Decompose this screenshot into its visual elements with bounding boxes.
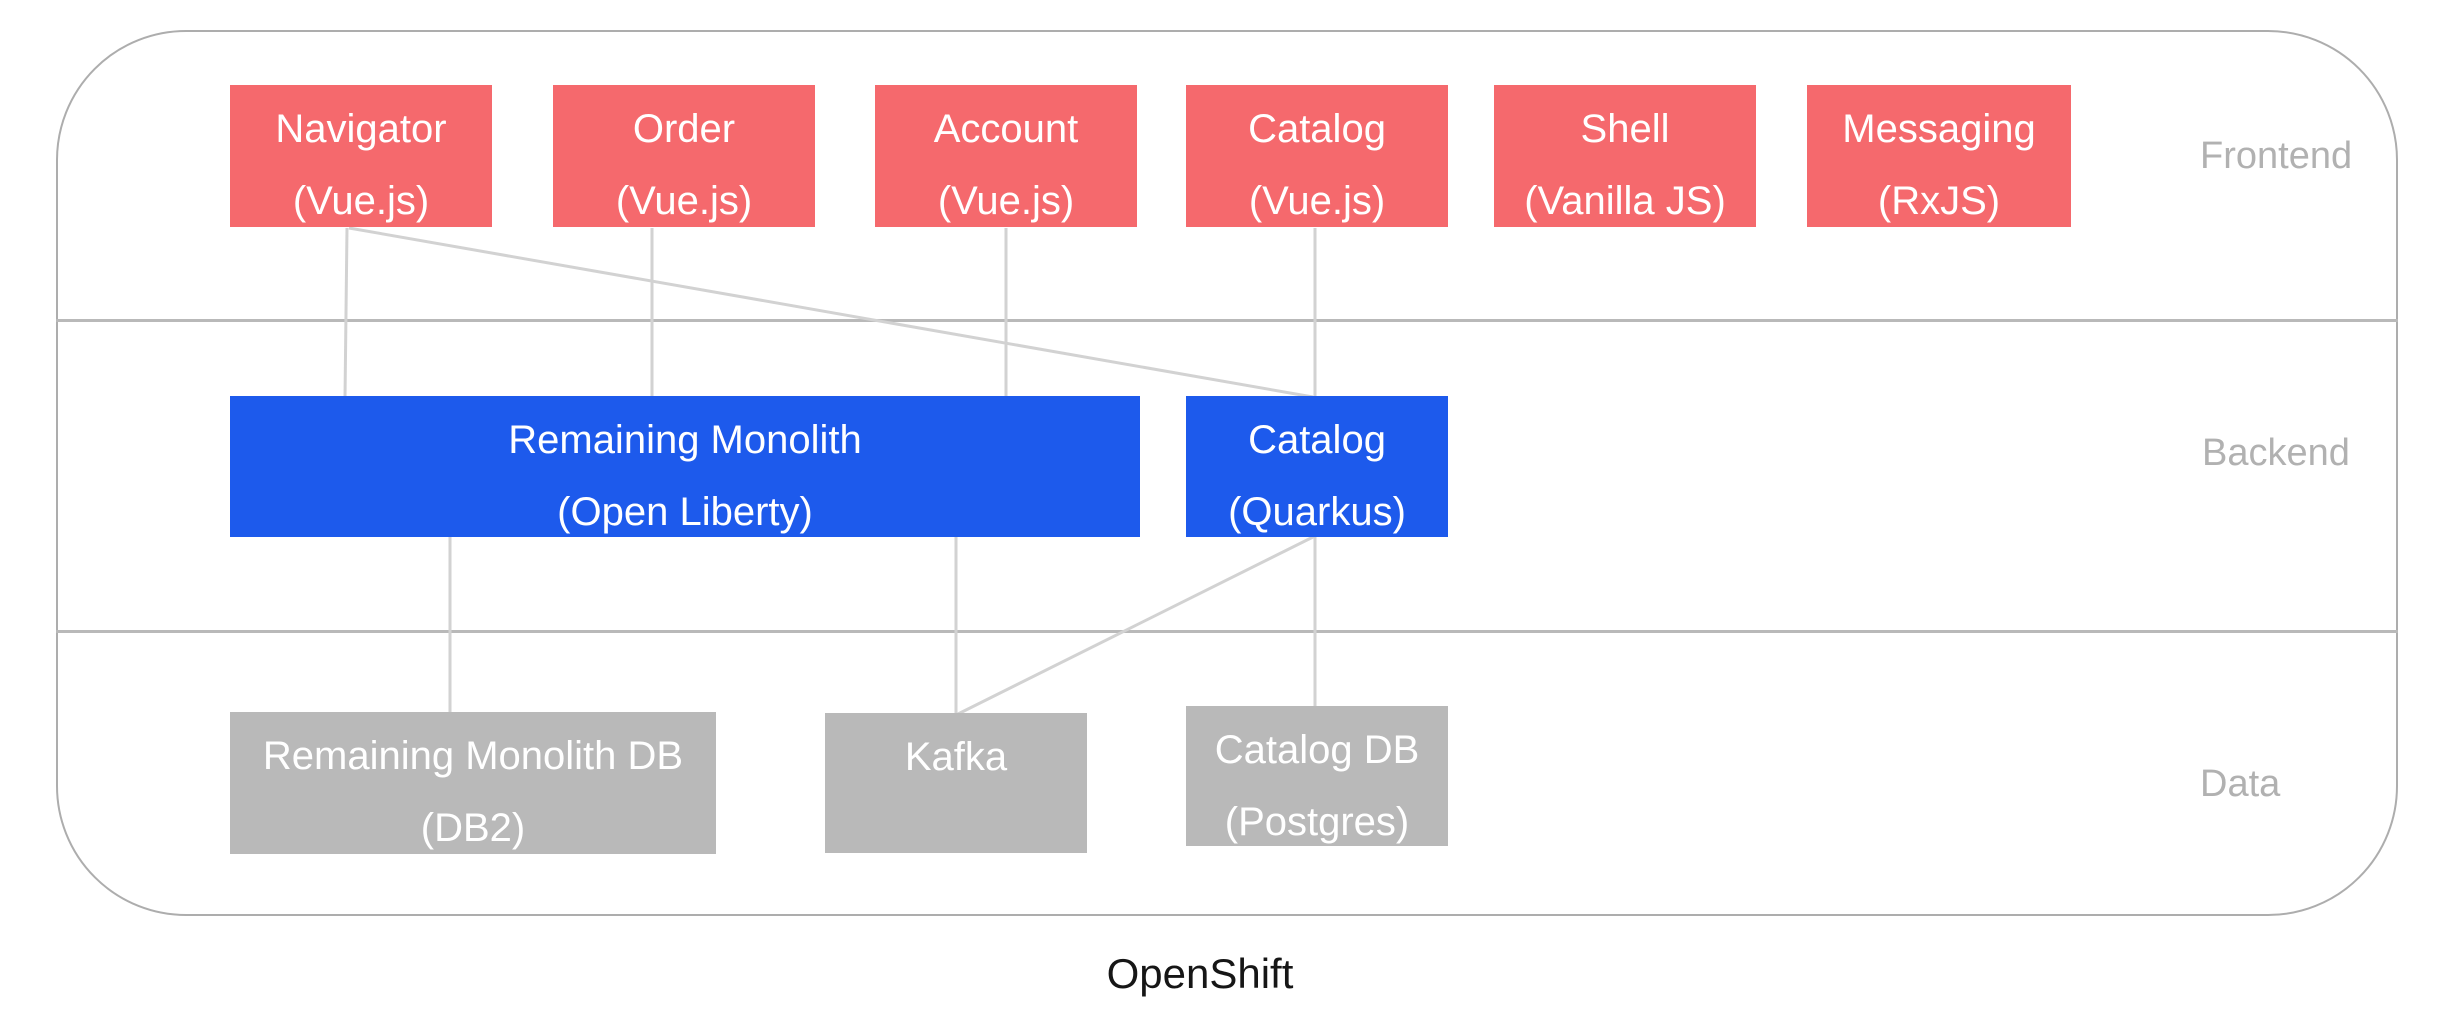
node-label: Kafka (904, 735, 1008, 779)
node-navigator: Navigator (Vue.js) (230, 85, 492, 227)
node-label: Catalog (1248, 418, 1386, 462)
node-catalog-frontend: Catalog (Vue.js) (1186, 85, 1448, 227)
layer-label-data: Data (2200, 763, 2281, 805)
backend-data-divider (56, 630, 2398, 633)
node-tech: (Open Liberty) (557, 490, 813, 534)
platform-label: OpenShift (1106, 950, 1294, 997)
node-label: Shell (1580, 107, 1670, 151)
node-order: Order (Vue.js) (553, 85, 815, 227)
node-account: Account (Vue.js) (875, 85, 1137, 227)
node-label: Account (933, 107, 1079, 151)
node-label: Catalog (1248, 107, 1386, 151)
node-remaining-monolith: Remaining Monolith (Open Liberty) (230, 396, 1140, 537)
openshift-platform-frame (56, 30, 2398, 916)
node-tech: (Quarkus) (1228, 490, 1406, 534)
node-remaining-monolith-db: Remaining Monolith DB (DB2) (230, 712, 716, 854)
node-tech: (DB2) (420, 806, 526, 850)
node-messaging: Messaging (RxJS) (1807, 85, 2071, 227)
layer-label-frontend: Frontend (2200, 135, 2353, 177)
node-tech: (Vue.js) (615, 179, 753, 223)
node-tech: (Vue.js) (1248, 179, 1386, 223)
connection-navigator-to-catalogbe (348, 226, 1314, 399)
connection-catalogbe-to-kafka (957, 534, 1316, 716)
node-tech: (RxJS) (1877, 179, 2001, 223)
node-label: Messaging (1842, 107, 2036, 151)
node-tech: (Postgres) (1224, 800, 1410, 844)
node-label: Order (632, 107, 736, 151)
node-catalog-backend: Catalog (Quarkus) (1186, 396, 1448, 537)
node-tech: (Vue.js) (937, 179, 1075, 223)
node-label: Navigator (275, 107, 447, 151)
node-catalog-db: Catalog DB (Postgres) (1186, 706, 1448, 846)
connection-navigator-to-monolith (343, 227, 349, 399)
node-label: Remaining Monolith (508, 418, 862, 462)
node-shell: Shell (Vanilla JS) (1494, 85, 1756, 227)
node-tech: (Vue.js) (292, 179, 430, 223)
layer-label-backend: Backend (2202, 432, 2350, 474)
node-label: Catalog DB (1214, 728, 1420, 772)
node-label: Remaining Monolith DB (262, 734, 684, 778)
node-tech: (Vanilla JS) (1524, 179, 1726, 223)
node-kafka: Kafka (825, 713, 1087, 853)
frontend-backend-divider (56, 319, 2398, 322)
